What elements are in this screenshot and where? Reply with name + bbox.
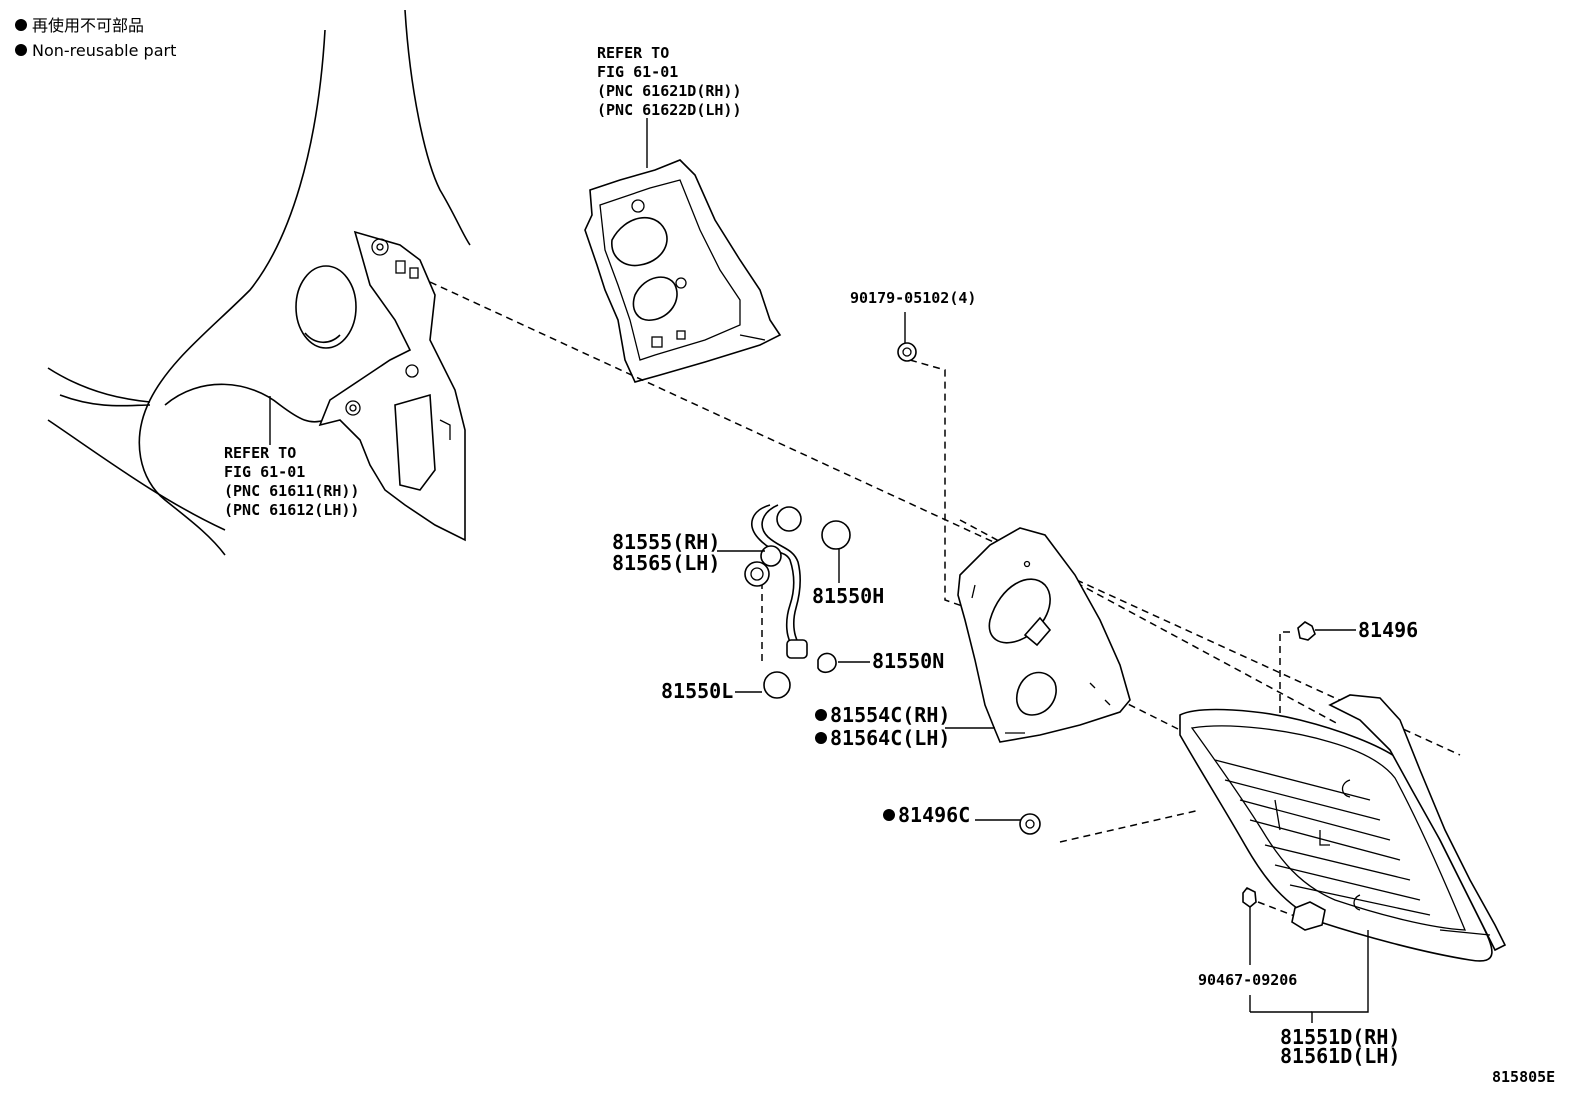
- callout-line: (PNC 61611(RH)): [224, 482, 359, 500]
- callout-line: (PNC 61621D(RH)): [597, 82, 742, 100]
- part-number-screw: 90467-09206: [1198, 971, 1297, 989]
- part-number-socket-rh: 81555(RH): [612, 530, 720, 554]
- part-number-socket-lh: 81565(LH): [612, 551, 720, 575]
- clip-part: 81496: [1297, 618, 1418, 642]
- clip-c-part: 81496C: [883, 803, 1041, 835]
- non-reusable-bullet-icon: [15, 44, 27, 56]
- screw-part: 90467-09206: [1198, 886, 1297, 989]
- part-number-bulb-h: 81550H: [812, 584, 884, 608]
- legend-japanese: 再使用不可部品: [32, 16, 144, 35]
- quarter-panel-drawing: [47, 9, 471, 556]
- callout-line: REFER TO: [224, 444, 296, 462]
- callout-line: REFER TO: [597, 44, 669, 62]
- callout-line: (PNC 61622D(LH)): [597, 101, 742, 119]
- part-number-gasket-rh: 81554C(RH): [830, 703, 950, 727]
- non-reusable-bullet-icon: [815, 732, 827, 744]
- part-number-clip: 81496: [1358, 618, 1418, 642]
- tail-lamp-callout: 81551D(RH) 81561D(LH): [1249, 930, 1400, 1068]
- callout-line: FIG 61-01: [597, 63, 678, 81]
- callout-line: FIG 61-01: [224, 463, 305, 481]
- part-number-bulb-l: 81550L: [661, 679, 733, 703]
- part-number-lamp-rh: 81551D(RH): [1280, 1025, 1400, 1049]
- lamp-housing-callout: REFER TO FIG 61-01 (PNC 61621D(RH)) (PNC…: [597, 44, 742, 119]
- part-number-clip-c: 81496C: [898, 803, 970, 827]
- tail-lamp-drawing: [1179, 694, 1507, 962]
- non-reusable-bullet-icon: [883, 809, 895, 821]
- non-reusable-bullet-icon: [15, 19, 27, 31]
- part-number-gasket-lh: 81564C(LH): [830, 726, 950, 750]
- nut-part: 90179-05102(4): [850, 289, 976, 362]
- part-number-nut: 90179-05102(4): [850, 289, 976, 307]
- legend: 再使用不可部品 Non-reusable part: [15, 16, 176, 60]
- socket-wire-part: 81555(RH) 81565(LH) 81550H 81550N 81550L: [612, 504, 944, 703]
- part-number-lamp-lh: 81561D(LH): [1280, 1044, 1400, 1068]
- gasket-part: 81554C(RH) 81564C(LH): [815, 527, 1131, 750]
- quarter-panel-callout: REFER TO FIG 61-01 (PNC 61611(RH)) (PNC …: [224, 396, 359, 519]
- callout-line: (PNC 61612(LH)): [224, 501, 359, 519]
- figure-id: 815805E: [1492, 1068, 1555, 1086]
- part-number-bulb-n: 81550N: [872, 649, 944, 673]
- legend-english: Non-reusable part: [32, 41, 176, 60]
- lamp-housing-drawing: [584, 118, 782, 383]
- non-reusable-bullet-icon: [815, 709, 827, 721]
